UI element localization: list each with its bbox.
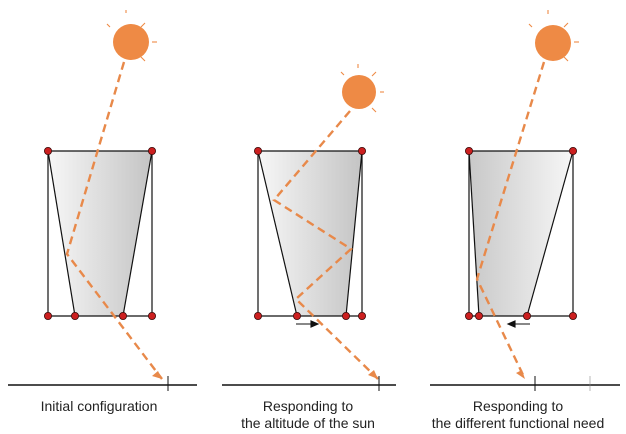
sun-icon bbox=[340, 64, 384, 113]
ground-line bbox=[222, 376, 396, 391]
shading-device bbox=[47, 150, 153, 317]
ray-arrowhead bbox=[152, 371, 162, 379]
louver-panel bbox=[258, 151, 362, 316]
ground-line bbox=[8, 376, 197, 391]
louver-panel bbox=[48, 151, 152, 316]
louver-panel bbox=[469, 151, 573, 316]
caption-altitude: Responding to the altitude of the sun bbox=[208, 398, 408, 432]
movement-arrow-right bbox=[296, 320, 320, 328]
joint-dots bbox=[253, 146, 366, 320]
caption-initial: Initial configuration bbox=[0, 398, 199, 415]
shading-device bbox=[257, 150, 363, 317]
sunlight-ray bbox=[272, 110, 379, 380]
panel-functional bbox=[430, 10, 620, 391]
panel-altitude bbox=[222, 64, 396, 391]
ray-arrowhead bbox=[368, 370, 378, 379]
caption-line: Initial configuration bbox=[40, 398, 158, 414]
caption-line: the altitude of the sun bbox=[241, 415, 375, 431]
sunlight-ray bbox=[65, 61, 163, 380]
caption-line: Responding to bbox=[262, 398, 354, 414]
shading-device bbox=[468, 150, 574, 317]
frame bbox=[47, 150, 153, 317]
sun-icon bbox=[528, 10, 579, 62]
panel-initial bbox=[8, 10, 197, 391]
joint-dots bbox=[44, 146, 156, 320]
caption-line: Responding to bbox=[472, 398, 564, 414]
ground-line bbox=[430, 376, 620, 391]
caption-line: the different functional need bbox=[431, 415, 605, 431]
caption-functional: Responding to the different functional n… bbox=[413, 398, 623, 432]
frame bbox=[468, 150, 574, 317]
sunlight-ray bbox=[475, 61, 546, 380]
movement-arrow-left bbox=[506, 320, 530, 328]
sun-icon bbox=[106, 10, 157, 62]
ray-arrowhead bbox=[516, 370, 525, 379]
joint-dots bbox=[464, 146, 578, 320]
